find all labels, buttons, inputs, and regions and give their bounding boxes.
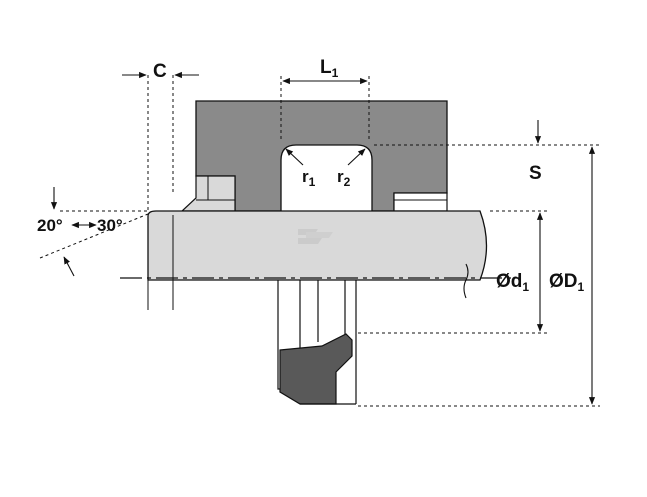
label-angle-20: 20°: [37, 216, 63, 235]
label-d1: Ød1: [496, 271, 529, 294]
housing-body: [195, 100, 448, 212]
angle-arrow-bottom: [63, 256, 75, 277]
r2-arrow: [347, 148, 366, 166]
label-D1: ØD1: [549, 271, 585, 294]
label-r2: r2: [337, 167, 351, 189]
seal-lip-profile: [279, 333, 353, 405]
label-angle-30: 30°: [97, 216, 123, 235]
backup-ring-right: [393, 192, 448, 212]
break-mark: [463, 263, 469, 299]
label-s: S: [529, 163, 542, 184]
label-l1: L1: [320, 57, 339, 80]
label-r1: r1: [302, 167, 316, 189]
rod: [147, 210, 488, 281]
r1-arrow: [285, 148, 304, 166]
label-c: C: [153, 61, 167, 82]
watermark-logo-icon: [298, 229, 333, 244]
